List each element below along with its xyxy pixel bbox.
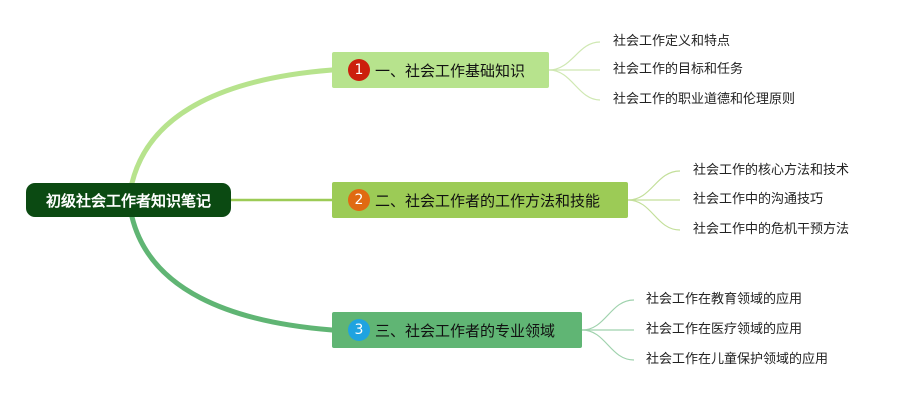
connector-branch-2-leaf-3 (627, 199, 681, 231)
connector-root-branch-1 (129, 67, 335, 186)
leaf-item-3-1[interactable]: 社会工作在教育领域的应用 (646, 292, 803, 307)
branch-node-3[interactable]: 3 三、社会工作者的专业领域 (332, 312, 582, 348)
connector-branch-3-leaf-3 (581, 329, 635, 361)
leaf-item-3-2[interactable]: 社会工作在医疗领域的应用 (646, 322, 803, 337)
leaf-item-3-3[interactable]: 社会工作在儿童保护领域的应用 (646, 352, 829, 367)
connector-branch-2-leaf-1 (627, 170, 681, 201)
branch-node-1[interactable]: 1 一、社会工作基础知识 (332, 52, 549, 88)
connector-branch-1-leaf-3 (548, 69, 601, 101)
number-badge-2: 2 (348, 189, 370, 211)
leaf-item-1-2[interactable]: 社会工作的目标和任务 (613, 62, 744, 77)
leaf-item-2-1[interactable]: 社会工作的核心方法和技术 (693, 163, 850, 178)
branch-node-2[interactable]: 2 二、社会工作者的工作方法和技能 (332, 182, 628, 218)
connector-branch-1-leaf-1 (548, 41, 601, 71)
branch-label-2: 二、社会工作者的工作方法和技能 (375, 191, 601, 210)
number-badge-1: 1 (348, 59, 370, 81)
leaf-item-1-3[interactable]: 社会工作的职业道德和伦理原则 (613, 92, 796, 107)
connector-branch-3-leaf-1 (581, 299, 635, 331)
branch-label-3: 三、社会工作者的专业领域 (375, 321, 556, 340)
connector-root-branch-3 (129, 214, 335, 333)
number-badge-3: 3 (348, 319, 370, 341)
leaf-item-2-2[interactable]: 社会工作中的沟通技巧 (693, 192, 824, 207)
leaf-item-1-1[interactable]: 社会工作定义和特点 (613, 34, 731, 49)
root-node[interactable]: 初级社会工作者知识笔记 (26, 183, 231, 217)
root-label: 初级社会工作者知识笔记 (45, 191, 211, 210)
branch-label-1: 一、社会工作基础知识 (375, 61, 526, 80)
leaf-item-2-3[interactable]: 社会工作中的危机干预方法 (693, 222, 850, 237)
